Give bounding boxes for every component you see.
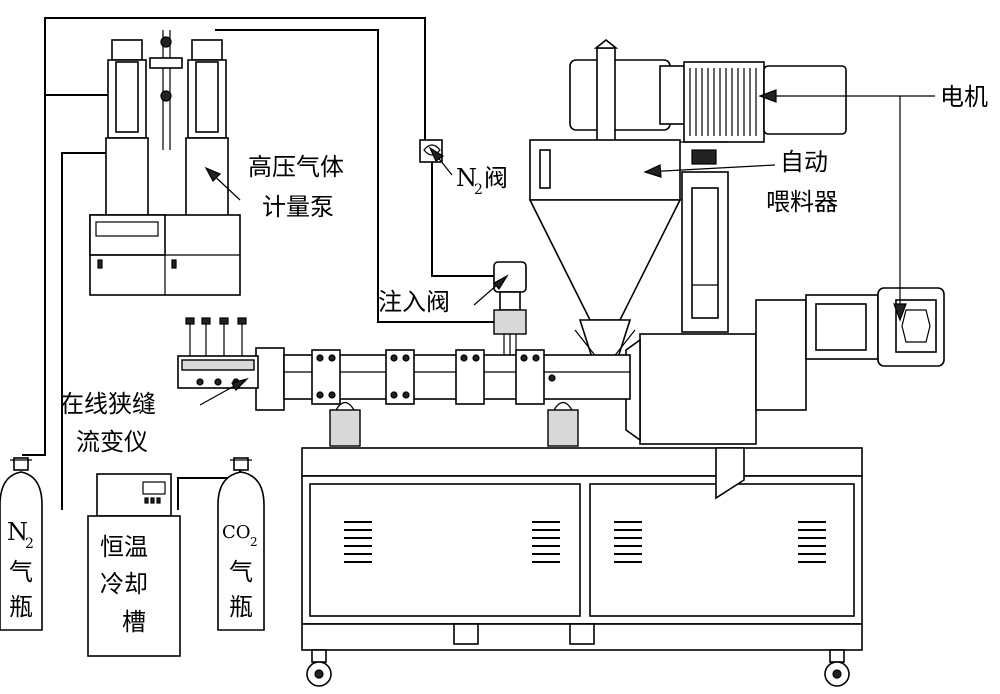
n2-bottle xyxy=(0,457,43,631)
leader-arrows xyxy=(199,89,935,406)
injection-valve xyxy=(493,261,527,375)
piping-lines xyxy=(22,17,500,510)
caster-wheels xyxy=(306,649,850,687)
n2-bottle-label-line2: 气 xyxy=(9,558,33,586)
co2-bottle-label-line3: 瓶 xyxy=(229,593,253,621)
chiller-label-line3: 槽 xyxy=(122,608,146,636)
co2-bottle-label: CO 2 气 瓶 xyxy=(222,522,258,621)
chiller-label-line1: 恒温 xyxy=(100,533,148,561)
n2-bottle-label-main: N xyxy=(7,518,28,546)
gas-metering-pump xyxy=(89,30,241,296)
n2-valve-label: N 2 阀 xyxy=(456,164,508,198)
n2-valve-label-suffix: 阀 xyxy=(484,164,508,192)
co2-bottle-label-sub: 2 xyxy=(250,535,258,549)
main-motor xyxy=(625,287,945,445)
chiller-label: 恒温 冷却 槽 xyxy=(100,533,148,636)
feeder-label-line2: 喂料器 xyxy=(766,188,838,216)
n2-bottle-label-line3: 瓶 xyxy=(9,593,33,621)
inject-valve-label: 注入阀 xyxy=(378,288,450,316)
auto-feeder xyxy=(528,38,847,371)
n2-bottle-label: N 2 气 瓶 xyxy=(7,518,34,621)
pump-label-line1: 高压气体 xyxy=(248,153,344,181)
slit-rheometer xyxy=(177,317,259,389)
feeder-label-line1: 自动 xyxy=(780,148,828,176)
n2-bottle-label-sub: 2 xyxy=(25,536,34,552)
chiller-label-line2: 冷却 xyxy=(100,570,148,598)
pump-label-line2: 计量泵 xyxy=(262,193,334,221)
n2-valve-label-sub: 2 xyxy=(474,182,483,198)
rheometer-label-line2: 流变仪 xyxy=(76,428,148,456)
cabinet-vents xyxy=(344,521,826,563)
feeder-motor-grille xyxy=(689,68,757,136)
co2-bottle xyxy=(217,457,265,631)
co2-bottle-label-main: CO xyxy=(222,522,251,543)
base-cabinet xyxy=(301,447,863,687)
extruder-barrel xyxy=(255,347,631,447)
motor-label: 电机 xyxy=(940,83,988,111)
chiller xyxy=(87,473,181,657)
rheometer-label-line1: 在线狭缝 xyxy=(60,390,156,418)
n2-valve-label-main: N xyxy=(456,164,477,192)
co2-bottle-label-line2: 气 xyxy=(229,558,253,586)
